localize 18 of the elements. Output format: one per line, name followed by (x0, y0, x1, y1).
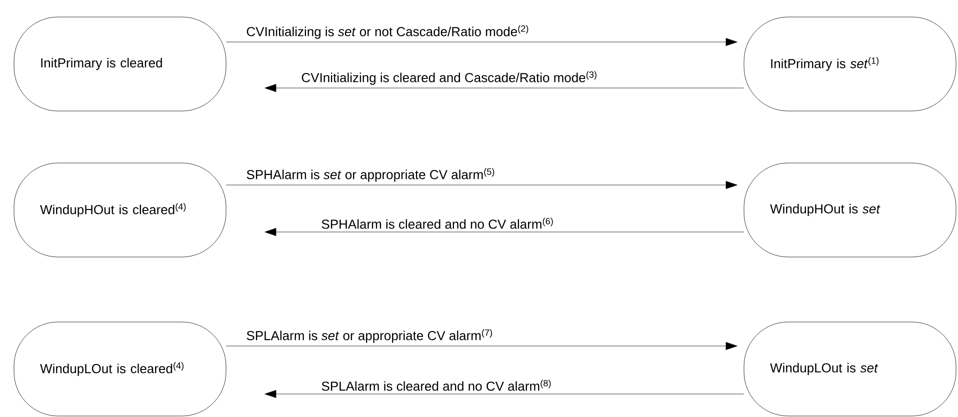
state-box: WindupHOut is set (744, 162, 956, 258)
arrow (264, 84, 744, 92)
state-box: WindupLOut is set (744, 322, 956, 416)
edge-label: CVInitializing is set or not Cascade/Ratio mode$^{(2)}$ (245, 24, 530, 40)
arrow (226, 38, 738, 46)
edge-label: CVInitializing is cleared and Cascade/Ratio mode$^{(3)}$ (300, 70, 599, 86)
arrow (226, 342, 738, 350)
arrow (264, 228, 744, 236)
edge-label: SPHAlarm is cleared and no CV alarm$^{(6)}$ (320, 216, 555, 230)
edge-label: SPLAlarm is set or appropriate CV alarm$^{(7)}$ (245, 328, 494, 344)
state-box: InitPrimary is set$^{(1)}$ (744, 16, 956, 112)
state-box: WindupLOut is cleared$^{(4)}$ (14, 322, 226, 416)
state-box: WindupHOut is cleared$^{(4)}$ (14, 162, 226, 258)
arrow (226, 181, 738, 189)
arrow (264, 390, 744, 398)
state-box: InitPrimary is cleared (14, 16, 226, 112)
edge-label: SPHAlarm is set or appropriate CV alarm$^{(5)}$ (245, 167, 496, 183)
edge-label: SPLAlarm is cleared and no CV alarm$^{(8)}$ (320, 378, 553, 392)
